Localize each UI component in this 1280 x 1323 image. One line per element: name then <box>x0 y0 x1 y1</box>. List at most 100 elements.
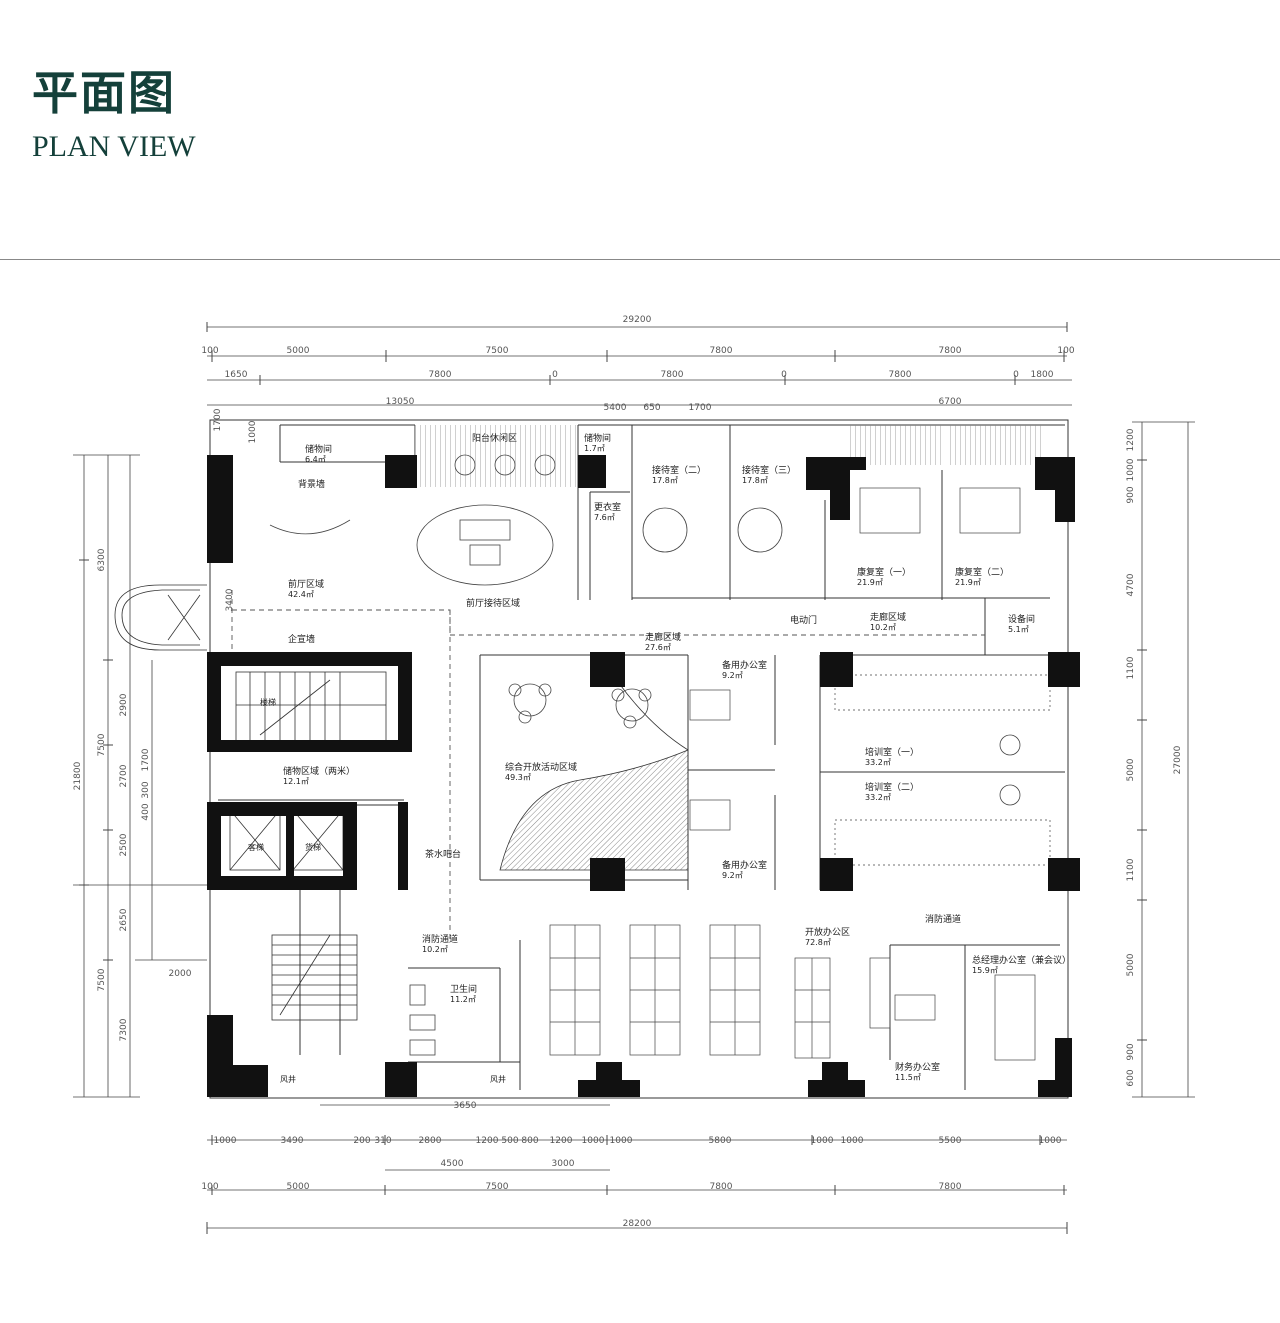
room-label: 更衣室 <box>594 501 621 513</box>
room-label: 前厅区域 <box>288 578 324 590</box>
room-area: 11.5㎡ <box>895 1073 921 1082</box>
dim-bot3-5: 7800 <box>939 1182 962 1192</box>
dim-top3-2: 5400 <box>604 403 627 413</box>
room-area: 10.2㎡ <box>422 945 448 954</box>
room-area: 33.2㎡ <box>865 793 891 802</box>
room-area: 1.7㎡ <box>584 444 605 453</box>
dim-top3-1: 13050 <box>386 397 415 407</box>
dim-bot3-2: 5000 <box>287 1182 310 1192</box>
room-area: 5.1㎡ <box>1008 625 1029 634</box>
room-label: 备用办公室 <box>722 859 767 871</box>
room-label: 财务办公室 <box>895 1061 940 1073</box>
dim-bot-12: 5800 <box>709 1136 732 1146</box>
dim-top-3: 7500 <box>486 346 509 356</box>
dim-top-5: 7800 <box>939 346 962 356</box>
dim-right-2: 1000 <box>1126 458 1136 481</box>
dim-left3-3: 400 <box>141 803 151 820</box>
dim-bot-15: 5500 <box>939 1136 962 1146</box>
room-label: 企宣墙 <box>288 633 315 645</box>
dim-top-total: 29200 <box>623 315 652 325</box>
dim-left-3: 7500 <box>97 968 107 991</box>
dim-left2-3: 2500 <box>119 833 129 856</box>
room-label: 康复室（二） <box>955 566 1009 578</box>
circulation-path <box>231 590 985 940</box>
room-label: 设备间 <box>1008 613 1035 625</box>
room-area: 49.3㎡ <box>505 773 531 782</box>
dim-bot-7: 500 <box>501 1136 518 1146</box>
dim-bot-1: 1000 <box>214 1136 237 1146</box>
dim-left-1: 6300 <box>97 548 107 571</box>
stairs <box>229 671 387 1021</box>
fixture-label: 楼梯 <box>260 697 276 707</box>
room-label: 背景墙 <box>298 478 325 490</box>
dim-bot-11: 1000 <box>610 1136 633 1146</box>
dim-right-1: 1200 <box>1126 428 1136 451</box>
dim-left-misc-2: 1000 <box>248 420 258 443</box>
dim-right-total: 27000 <box>1173 745 1183 774</box>
header-divider <box>0 259 1280 260</box>
dim-bot3-3: 7500 <box>486 1182 509 1192</box>
room-area: 42.4㎡ <box>288 590 314 599</box>
workstations <box>549 487 1051 1061</box>
room-area: 7.6㎡ <box>594 513 615 522</box>
dim-bot-13: 1000 <box>811 1136 834 1146</box>
dim-left2-2: 2700 <box>119 764 129 787</box>
dim-top3-5: 6700 <box>939 397 962 407</box>
dim-top2-5: 0 <box>781 370 787 380</box>
dim-top2-3: 0 <box>552 370 558 380</box>
dim-bot-6: 1200 <box>476 1136 499 1146</box>
dim-bot2-2: 3000 <box>552 1159 575 1169</box>
room-label: 消防通道 <box>422 933 458 945</box>
dim-bot-2: 3490 <box>281 1136 304 1146</box>
fixture-label: 货梯 <box>305 842 321 852</box>
dim-bot-16: 1000 <box>1039 1136 1062 1146</box>
dim-bot-9: 1200 <box>550 1136 573 1146</box>
room-label: 接待室（三） <box>742 464 796 476</box>
dim-top2-1: 1650 <box>225 370 248 380</box>
dim-bot3-1: 100 <box>201 1182 218 1192</box>
dim-right-10: 900 <box>1126 1043 1136 1060</box>
room-area: 27.6㎡ <box>645 643 671 652</box>
dim-top2-4: 7800 <box>661 370 684 380</box>
dim-bot-5: 2800 <box>419 1136 442 1146</box>
fixture-label: 客梯 <box>248 842 264 852</box>
dimension-lines <box>73 326 1195 1229</box>
dim-left2-4: 2650 <box>119 908 129 931</box>
dim-left-misc-3: 2000 <box>169 969 192 979</box>
room-label: 培训室（二） <box>865 781 919 793</box>
room-area: 33.2㎡ <box>865 758 891 767</box>
lounge-furniture <box>269 454 1021 1056</box>
dim-top-6: 100 <box>1057 346 1074 356</box>
partition-lines <box>209 419 1069 1099</box>
room-label: 备用办公室 <box>722 659 767 671</box>
room-label: 储物间 <box>305 443 332 455</box>
dim-bot3-4: 7800 <box>710 1182 733 1192</box>
dim-top2-2: 7800 <box>429 370 452 380</box>
dim-bot-8: 800 <box>521 1136 538 1146</box>
dimension-labels: 29200 100 5000 7500 7800 7800 100 1650 7… <box>73 315 1183 1229</box>
room-label: 储物区域（两米） <box>283 765 355 777</box>
room-area: 21.9㎡ <box>955 578 981 587</box>
dim-top2-6: 7800 <box>889 370 912 380</box>
room-area: 9.2㎡ <box>722 871 743 880</box>
room-label: 走廊区域 <box>645 631 681 643</box>
room-area: 11.2㎡ <box>450 995 476 1004</box>
dim-bot-10: 1000 <box>582 1136 605 1146</box>
fixture-label: 风井 <box>490 1074 506 1084</box>
room-area: 6.4㎡ <box>305 455 326 464</box>
dimension-ticks <box>79 322 1147 1234</box>
page-subtitle: PLAN VIEW <box>32 130 196 163</box>
room-label: 消防通道 <box>925 913 961 925</box>
dim-bot-misc: 3650 <box>454 1101 477 1111</box>
dim-right-7: 5000 <box>1126 758 1136 781</box>
dim-bot2-1: 4500 <box>441 1159 464 1169</box>
fixture-label: 风井 <box>280 1074 296 1084</box>
room-area: 72.8㎡ <box>805 938 831 947</box>
structural-walls <box>207 455 1080 1097</box>
dim-right-3: 900 <box>1126 486 1136 503</box>
bay-window <box>114 584 207 651</box>
room-label: 总经理办公室（兼会议） <box>972 954 1071 966</box>
dim-bot-14: 1000 <box>841 1136 864 1146</box>
dim-right-9: 5000 <box>1126 953 1136 976</box>
